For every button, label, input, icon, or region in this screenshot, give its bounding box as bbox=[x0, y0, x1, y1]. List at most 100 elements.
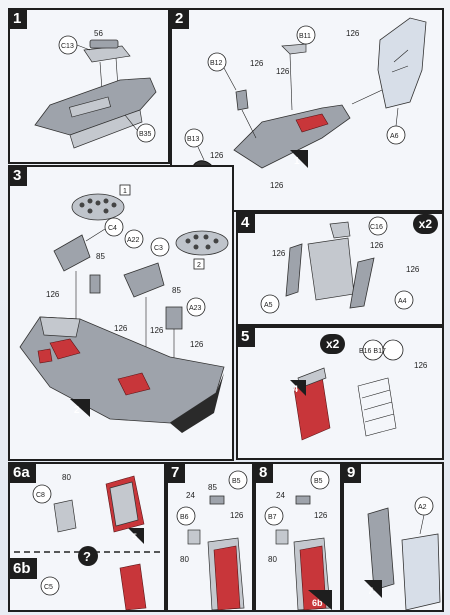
label-a23: A23 bbox=[189, 305, 202, 312]
part-a4 bbox=[349, 257, 375, 309]
step-4-number: 4 bbox=[236, 212, 256, 233]
red-detail-1 bbox=[49, 338, 81, 360]
red-floor bbox=[295, 113, 329, 133]
red-seat-7 bbox=[213, 545, 241, 611]
step-3-drawing: 1 2 C4 C3 A22 85 A23 85 126 126 126 126 bbox=[19, 184, 229, 433]
part-c16 bbox=[329, 221, 351, 239]
label-b16-b17: B16 B17 bbox=[359, 348, 386, 355]
label-126a: 126 bbox=[272, 249, 286, 258]
label-126: 126 bbox=[414, 361, 428, 370]
step-8-drawing: B5 24 B7 126 80 6b bbox=[264, 470, 332, 611]
step-5-quantity: x2 bbox=[320, 334, 346, 354]
step-4-drawing: C16 126 126 126 A5 A4 bbox=[260, 216, 420, 314]
step-6-panel: 6a 6b C8 80 5 ? C5 bbox=[8, 462, 166, 612]
step-8-number: 8 bbox=[254, 462, 274, 483]
label-b35: B35 bbox=[139, 131, 152, 138]
step-9-number: 9 bbox=[342, 462, 362, 483]
label-126c: 126 bbox=[210, 151, 224, 160]
red-detail-2 bbox=[117, 372, 151, 396]
label-a22: A22 bbox=[127, 237, 140, 244]
instrument-panel-1 bbox=[71, 193, 125, 221]
label-b5: B5 bbox=[314, 478, 323, 485]
label-80: 80 bbox=[180, 555, 189, 564]
label-c5: C5 bbox=[44, 584, 53, 591]
step-5-panel: 5 x2 B16 B17 126 4 bbox=[236, 326, 444, 460]
ref-1: 1 bbox=[294, 156, 300, 167]
box-2: 2 bbox=[197, 262, 201, 269]
step-1-number: 1 bbox=[8, 8, 28, 29]
step-7-drawing: 85 B5 24 B6 126 80 bbox=[176, 470, 248, 611]
part-b11 bbox=[281, 43, 307, 55]
step-6a-number: 6a bbox=[8, 462, 36, 483]
step-3-panel: 3 1 2 C4 C3 A22 85 A23 85 126 bbox=[8, 165, 234, 461]
ref-arrow-2 bbox=[70, 399, 90, 417]
label-85: 85 bbox=[208, 483, 217, 492]
label-b12: B12 bbox=[210, 60, 223, 67]
ref-arrow-7 bbox=[364, 580, 382, 598]
label-a6: A6 bbox=[390, 133, 399, 140]
step-3-number: 3 bbox=[8, 165, 28, 186]
armour-glass bbox=[401, 533, 441, 611]
label-126b: 126 bbox=[370, 241, 384, 250]
label-c4: C4 bbox=[108, 225, 117, 232]
rear-bulkhead bbox=[170, 373, 224, 433]
label-126d: 126 bbox=[190, 340, 204, 349]
step-6-drawing: C8 80 5 ? C5 bbox=[14, 473, 160, 611]
step-2-number: 2 bbox=[170, 8, 190, 29]
label-80: 80 bbox=[268, 555, 277, 564]
label-b6: B6 bbox=[180, 514, 189, 521]
label-126-windscreen: 126 bbox=[346, 29, 360, 38]
step-9-drawing: A2 7 bbox=[364, 496, 441, 611]
box-1: 1 bbox=[123, 188, 127, 195]
ref-arrow-1 bbox=[290, 150, 308, 168]
part-c4 bbox=[53, 234, 91, 272]
label-b5: B5 bbox=[232, 478, 241, 485]
label-126a: 126 bbox=[46, 290, 60, 299]
red-detail-3 bbox=[37, 348, 53, 364]
question-mark: ? bbox=[83, 549, 91, 564]
step-1-drawing: C13 56 B35 bbox=[34, 29, 157, 149]
part-a22 bbox=[89, 274, 101, 294]
step-6b-number: 6b bbox=[8, 558, 37, 579]
seat-assembly-9 bbox=[367, 507, 395, 591]
step-5-drawing: B16 B17 126 4 bbox=[290, 339, 428, 441]
label-126b: 126 bbox=[276, 67, 290, 76]
ref-arrow-5 bbox=[128, 528, 144, 544]
label-24: 24 bbox=[186, 491, 195, 500]
label-126: 126 bbox=[314, 511, 328, 520]
ref-2: 2 bbox=[74, 405, 80, 416]
ref-arrow-4 bbox=[290, 380, 306, 396]
label-a2: A2 bbox=[418, 504, 427, 511]
cockpit-tub bbox=[233, 104, 351, 169]
step-7-panel: 7 85 B5 24 B6 126 80 bbox=[166, 462, 254, 612]
ref-7: 7 bbox=[368, 586, 373, 596]
label-24: 24 bbox=[276, 491, 285, 500]
part-a23 bbox=[165, 306, 183, 330]
label-b7: B7 bbox=[268, 514, 277, 521]
label-b13: B13 bbox=[187, 136, 200, 143]
label-126c: 126 bbox=[406, 265, 420, 274]
step-8-panel: 8 B5 24 B7 126 80 6b bbox=[254, 462, 342, 612]
label-126a: 126 bbox=[250, 59, 264, 68]
label-a4: A4 bbox=[398, 298, 407, 305]
label-a5: A5 bbox=[264, 302, 273, 309]
step-1-panel: 1 C13 56 B35 bbox=[8, 8, 170, 164]
label-85a: 85 bbox=[96, 252, 105, 261]
step-7-number: 7 bbox=[166, 462, 186, 483]
seat-back bbox=[307, 237, 355, 301]
part-c8 bbox=[53, 499, 77, 533]
part-a6-windscreen bbox=[377, 17, 427, 109]
part-c3 bbox=[123, 262, 165, 298]
part-a5 bbox=[285, 243, 303, 297]
label-c8: C8 bbox=[36, 492, 45, 499]
label-c13: C13 bbox=[61, 43, 74, 50]
label-c3: C3 bbox=[154, 245, 163, 252]
label-126c: 126 bbox=[150, 326, 164, 335]
step-4-panel: 4 x2 C16 126 126 126 A5 A4 bbox=[236, 212, 444, 326]
label-b11: B11 bbox=[299, 33, 311, 40]
step-5-number: 5 bbox=[236, 326, 256, 347]
part-b12 bbox=[235, 89, 249, 111]
instrument-panel-2 bbox=[175, 230, 229, 256]
label-85b: 85 bbox=[172, 286, 181, 295]
